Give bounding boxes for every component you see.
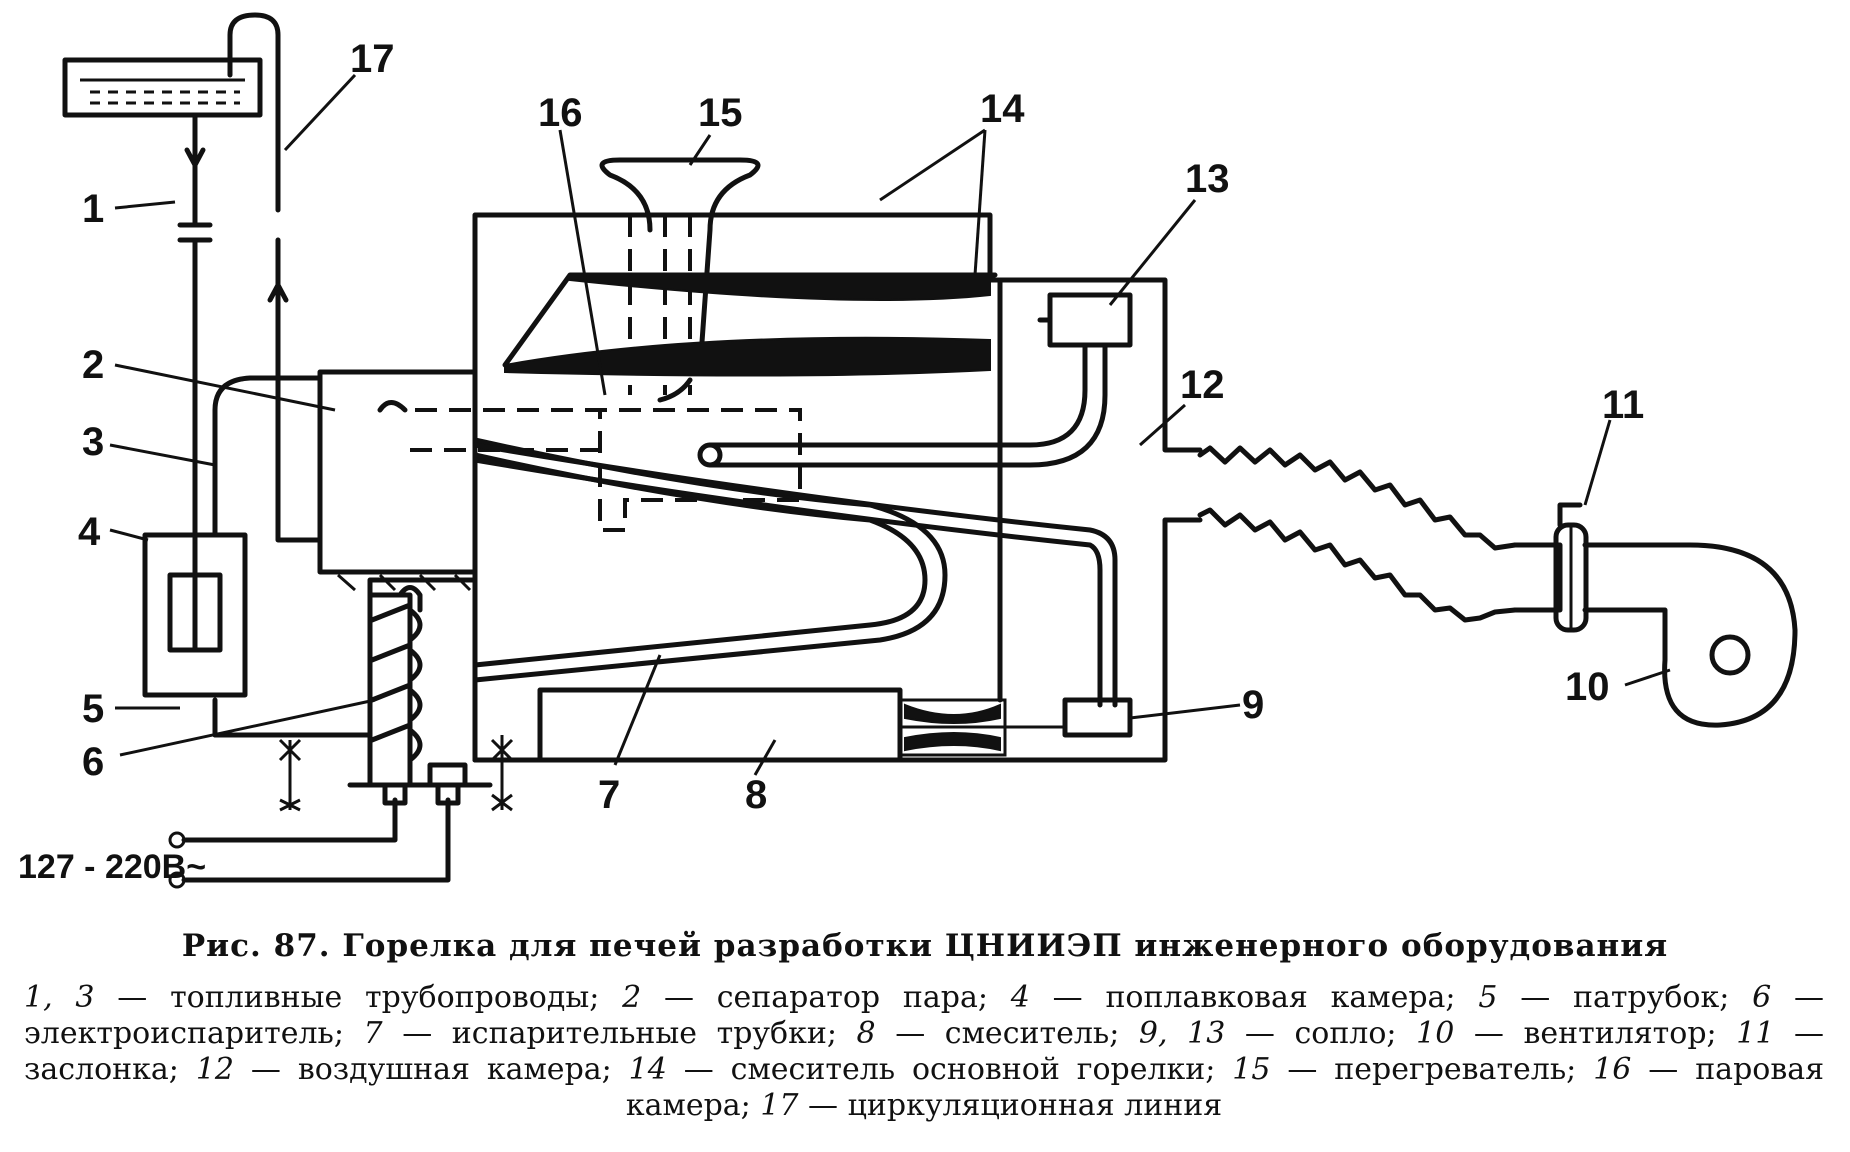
float-chamber [142, 532, 248, 738]
label-12: 12 [1180, 363, 1225, 407]
legend-item: 4 — поплавковая камера; [1010, 980, 1456, 1015]
label-13: 13 [1185, 157, 1230, 201]
figure-legend: 1, 3 — топливные трубопроводы; 2 — сепар… [24, 980, 1824, 1124]
legend-item: 17 — циркуляционная линия [760, 1088, 1223, 1123]
label-7: 7 [598, 773, 620, 817]
diagram-labels: 1 2 3 4 5 6 7 8 9 10 11 12 13 14 15 16 1… [18, 37, 1644, 886]
legend-item: 10 — вентилятор; [1416, 1016, 1717, 1051]
label-5: 5 [82, 687, 104, 731]
label-16: 16 [538, 91, 583, 135]
legend-item: 1, 3 — топливные трубопроводы; [24, 980, 600, 1015]
legend-item: 7 — испарительные трубки; [363, 1016, 837, 1051]
steam-chamber [377, 377, 802, 532]
nozzle-upper [697, 292, 1133, 468]
leader-lines [109, 73, 1671, 776]
label-11: 11 [1602, 383, 1644, 427]
legend-item: 15 — перегреватель; [1232, 1052, 1577, 1087]
evaporator-tubes [472, 437, 1118, 708]
legend-item: 5 — патрубок; [1478, 980, 1730, 1015]
air-damper [1553, 502, 1589, 633]
legend-item: 14 — смеситель основной горелки; [628, 1052, 1216, 1087]
label-14: 14 [980, 87, 1025, 131]
legend-item: 8 — смеситель; [856, 1016, 1120, 1051]
label-9: 9 [1242, 683, 1264, 727]
burner-diagram: 1 2 3 4 5 6 7 8 9 10 11 12 13 14 15 16 1… [18, 12, 1798, 889]
label-8: 8 [745, 773, 767, 817]
voltage-label: 127 - 220В~ [18, 848, 206, 886]
label-3: 3 [82, 420, 104, 464]
steam-separator [212, 369, 493, 763]
circulation-line [227, 12, 323, 543]
label-2: 2 [82, 343, 104, 387]
main-burner-mixer [502, 272, 1003, 703]
label-15: 15 [698, 91, 743, 135]
label-4: 4 [78, 510, 101, 554]
legend-item: 16 — паровая камера; [625, 1052, 1825, 1123]
label-1: 1 [82, 187, 104, 231]
fan [1512, 542, 1798, 728]
label-10: 10 [1565, 665, 1610, 709]
legend-item: 2 — сепаратор пара; [622, 980, 988, 1015]
legend-item: 6 — электроиспаритель; [24, 980, 1824, 1051]
fuel-pipe [177, 112, 213, 548]
legend-item: 12 — воздушная камера; [195, 1052, 612, 1087]
legend-item: 11 — заслонка; [24, 1016, 1824, 1087]
electric-evaporator [367, 585, 423, 788]
power-wiring [168, 735, 514, 889]
nozzle-lower [898, 697, 1133, 757]
legend-item: 9, 13 — сопло; [1138, 1016, 1397, 1051]
label-6: 6 [82, 740, 104, 784]
air-hose [1197, 445, 1518, 623]
figure-caption-title: Рис. 87. Горелка для печей разработки ЦН… [181, 928, 1669, 964]
label-17: 17 [350, 37, 395, 81]
